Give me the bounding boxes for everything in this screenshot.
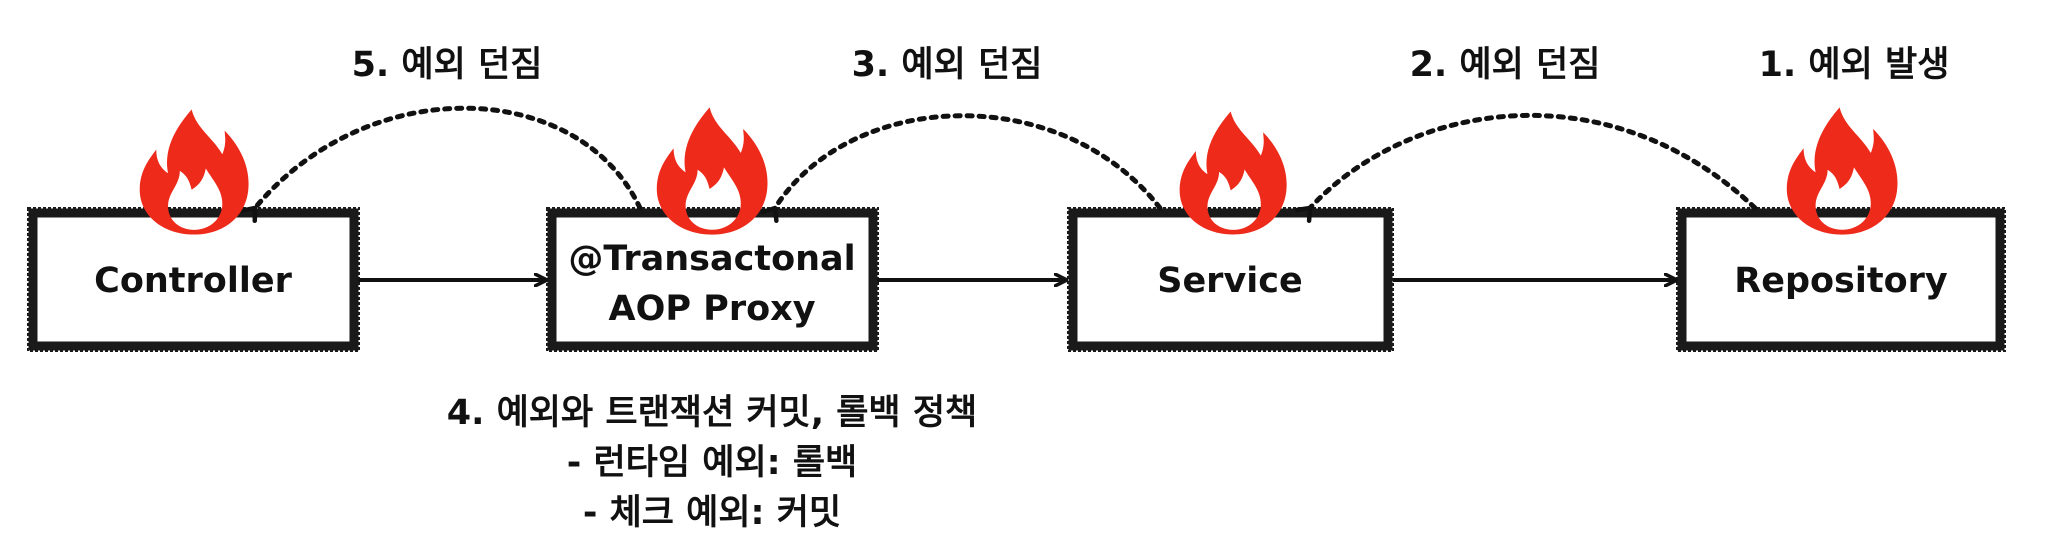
repository-label: Repository: [1734, 261, 1948, 301]
controller-node: Controller: [27, 207, 360, 352]
service-node: Service: [1067, 207, 1394, 352]
throw-arc-proxy-to-controller: [240, 105, 643, 224]
controller-label: Controller: [94, 261, 292, 301]
policy-note-runtime: - 런타임 예외: 롤백: [567, 443, 857, 483]
proxy-label-line2: AOP Proxy: [608, 289, 815, 329]
service-label: Service: [1157, 261, 1303, 301]
proxy-label-line1: @Transactonal: [568, 239, 855, 279]
step-label-1: 1. 예외 발생: [1759, 45, 1950, 85]
throw-arc-service-to-proxy: [760, 113, 1163, 223]
policy-note-checked: - 체크 예외: 커밋: [583, 493, 841, 533]
step-label-2: 2. 예외 던짐: [1410, 45, 1601, 85]
repository-node: Repository: [1676, 207, 2006, 352]
step-label-5: 5. 예외 던짐: [352, 45, 543, 85]
throw-arc-repository-to-service: [1295, 112, 1758, 224]
proxy-node: @Transactonal AOP Proxy: [546, 207, 879, 352]
step-label-3: 3. 예외 던짐: [852, 45, 1043, 85]
policy-note-title: 4. 예외와 트랜잭션 커밋, 롤백 정책: [447, 393, 977, 433]
